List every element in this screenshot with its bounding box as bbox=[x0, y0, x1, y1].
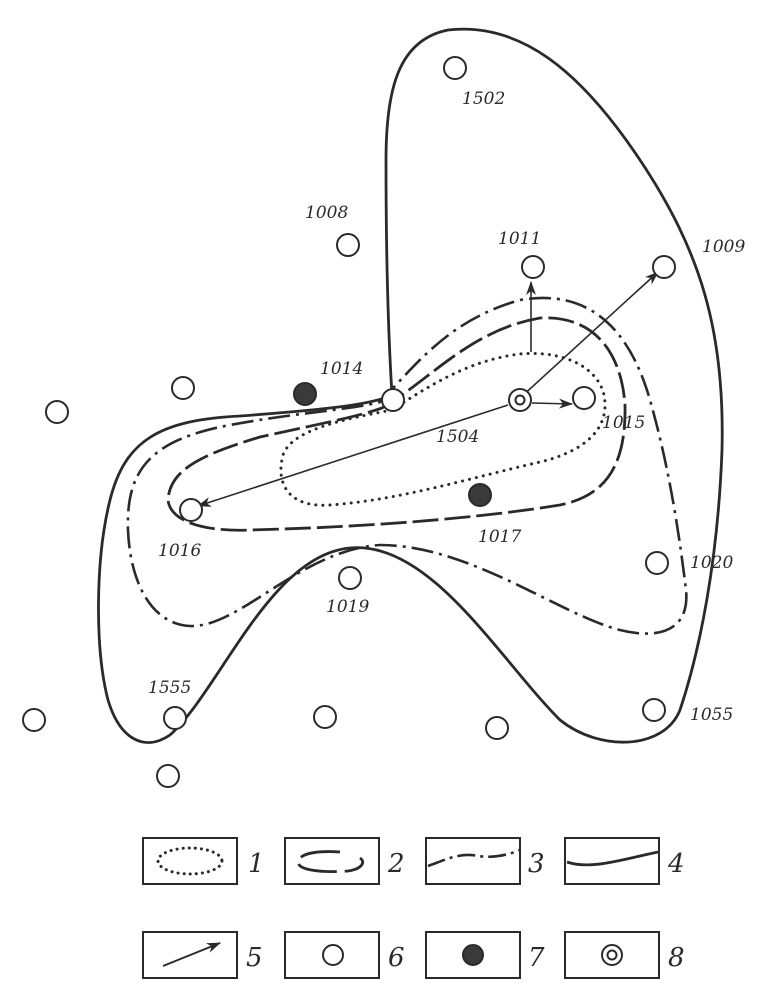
well-label-1016: 1016 bbox=[158, 541, 201, 561]
arrow-1504-to-1009 bbox=[519, 271, 659, 399]
contour-dash-dot bbox=[126, 296, 688, 635]
legend-item-3: 3 bbox=[425, 837, 545, 885]
legend-number: 4 bbox=[667, 849, 685, 879]
well-1011 bbox=[521, 255, 545, 279]
well-label-1055: 1055 bbox=[690, 705, 733, 725]
well-label-1011: 1011 bbox=[498, 229, 541, 249]
well-unlabeled bbox=[45, 400, 69, 424]
contour-dashed bbox=[166, 316, 627, 532]
well-1020 bbox=[645, 551, 669, 575]
well-unlabeled bbox=[171, 376, 195, 400]
well-label-1555: 1555 bbox=[148, 678, 191, 698]
well-label-1020: 1020 bbox=[690, 553, 733, 573]
contour-dotted bbox=[279, 351, 607, 507]
well-label-1009: 1009 bbox=[702, 237, 745, 257]
well-label-1019: 1019 bbox=[326, 597, 369, 617]
well-label-1502: 1502 bbox=[462, 89, 505, 109]
well-1008 bbox=[336, 233, 360, 257]
well-1019 bbox=[338, 566, 362, 590]
arrow-1504-to-1015 bbox=[531, 398, 573, 409]
legend-item-6: 6 bbox=[284, 931, 405, 979]
legend-number: 7 bbox=[528, 943, 545, 973]
legend-number: 3 bbox=[528, 849, 545, 879]
legend-item-1: 1 bbox=[142, 837, 265, 885]
legend-item-4: 4 bbox=[564, 837, 685, 885]
legend-item-7: 7 bbox=[425, 931, 545, 979]
well-unlabeled-filled bbox=[293, 382, 317, 406]
well-1502 bbox=[443, 56, 467, 80]
well-unlabeled bbox=[156, 764, 180, 788]
legend-number: 8 bbox=[668, 943, 685, 973]
well-unlabeled bbox=[485, 716, 509, 740]
legend-number: 5 bbox=[246, 943, 263, 973]
well-unlabeled bbox=[313, 705, 337, 729]
well-unlabeled bbox=[22, 708, 46, 732]
well-label-1017: 1017 bbox=[478, 527, 521, 547]
legend-number: 1 bbox=[248, 849, 265, 879]
legend-item-2: 2 bbox=[284, 837, 405, 885]
legend-number: 2 bbox=[387, 849, 405, 879]
legend-item-5: 5 bbox=[142, 931, 263, 979]
well-1014 bbox=[381, 388, 405, 412]
well-label-1015: 1015 bbox=[602, 413, 645, 433]
legend-number: 6 bbox=[388, 943, 405, 973]
well-1017 bbox=[468, 483, 492, 507]
well-1055 bbox=[642, 698, 666, 722]
arrow-1504-to-1016 bbox=[197, 404, 509, 507]
well-1016 bbox=[179, 498, 203, 522]
contour-solid-outer bbox=[97, 27, 724, 744]
well-1009 bbox=[652, 255, 676, 279]
well-label-1014: 1014 bbox=[320, 359, 363, 379]
well-1555 bbox=[163, 706, 187, 730]
legend-item-8: 8 bbox=[564, 931, 685, 979]
well-label-1008: 1008 bbox=[305, 203, 348, 223]
well-1504 bbox=[508, 388, 532, 412]
well-1015 bbox=[572, 386, 596, 410]
well-label-1504: 1504 bbox=[436, 427, 479, 447]
